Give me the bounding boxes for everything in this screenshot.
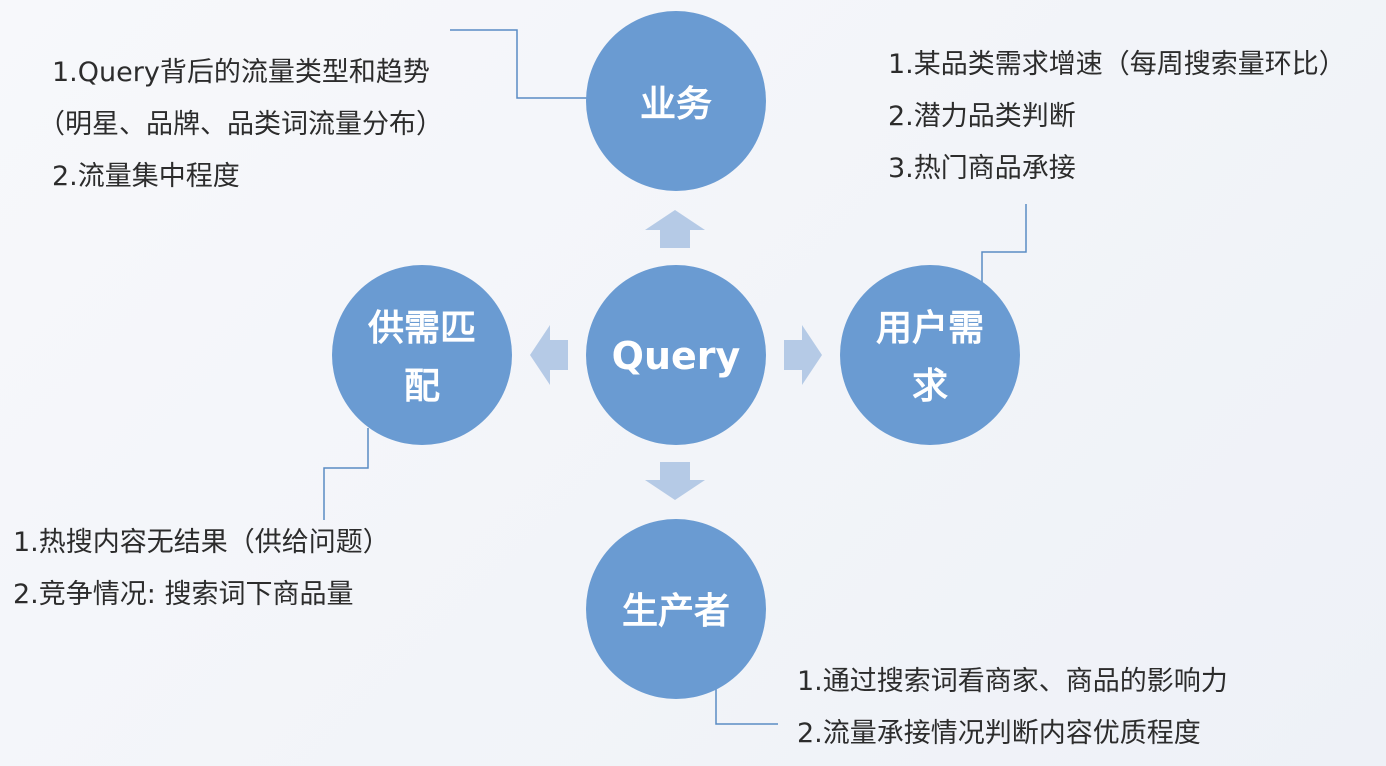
note-top-right-line: 1.某品类需求增速（每周搜索量环比） <box>888 49 1346 80</box>
note-top-right: 1.某品类需求增速（每周搜索量环比） 2.潜力品类判断 3.热门商品承接 <box>888 39 1346 195</box>
arrow-left <box>530 325 568 385</box>
note-top-right-line: 3.热门商品承接 <box>888 153 1076 184</box>
node-left-circle <box>332 265 512 445</box>
note-top-left-line: 2.流量集中程度 <box>52 161 240 192</box>
note-bottom-left-line: 2.竞争情况: 搜索词下商品量 <box>13 579 354 610</box>
note-top-left: 1.Query背后的流量类型和趋势 （明星、品牌、品类词流量分布） 2.流量集中… <box>38 47 443 203</box>
node-left-label-line2: 配 <box>404 366 440 407</box>
note-bottom-right: 1.通过搜索词看商家、商品的影响力 2.流量承接情况判断内容优质程度 <box>797 656 1228 760</box>
node-bottom-label: 生产者 <box>622 591 730 632</box>
note-bottom-left: 1.热搜内容无结果（供给问题） 2.竞争情况: 搜索词下商品量 <box>13 517 390 621</box>
node-center-label: Query <box>612 334 741 378</box>
arrow-right <box>784 325 822 385</box>
node-bottom-circle <box>586 519 766 699</box>
connector-top-left <box>450 29 588 99</box>
note-top-left-line: 1.Query背后的流量类型和趋势 <box>52 57 430 88</box>
node-right-circle <box>840 265 1020 445</box>
connector-bottom-right <box>715 686 778 725</box>
node-top-label: 业务 <box>640 84 712 125</box>
connector-top-right <box>981 204 1027 283</box>
arrow-up <box>645 210 705 248</box>
node-top-circle <box>586 11 766 191</box>
node-left-label-line1: 供需匹 <box>368 308 476 349</box>
note-top-right-line: 2.潜力品类判断 <box>888 101 1076 132</box>
note-top-left-line: （明星、品牌、品类词流量分布） <box>38 109 443 140</box>
note-bottom-right-line: 2.流量承接情况判断内容优质程度 <box>797 718 1201 749</box>
connector-bottom-left <box>323 428 369 520</box>
note-bottom-right-line: 1.通过搜索词看商家、商品的影响力 <box>797 666 1228 697</box>
node-right-label-line1: 用户需 <box>876 308 984 349</box>
node-right-label-line2: 求 <box>912 366 948 407</box>
node-center-circle <box>586 265 766 445</box>
arrow-down <box>645 462 705 500</box>
note-bottom-left-line: 1.热搜内容无结果（供给问题） <box>13 527 390 558</box>
